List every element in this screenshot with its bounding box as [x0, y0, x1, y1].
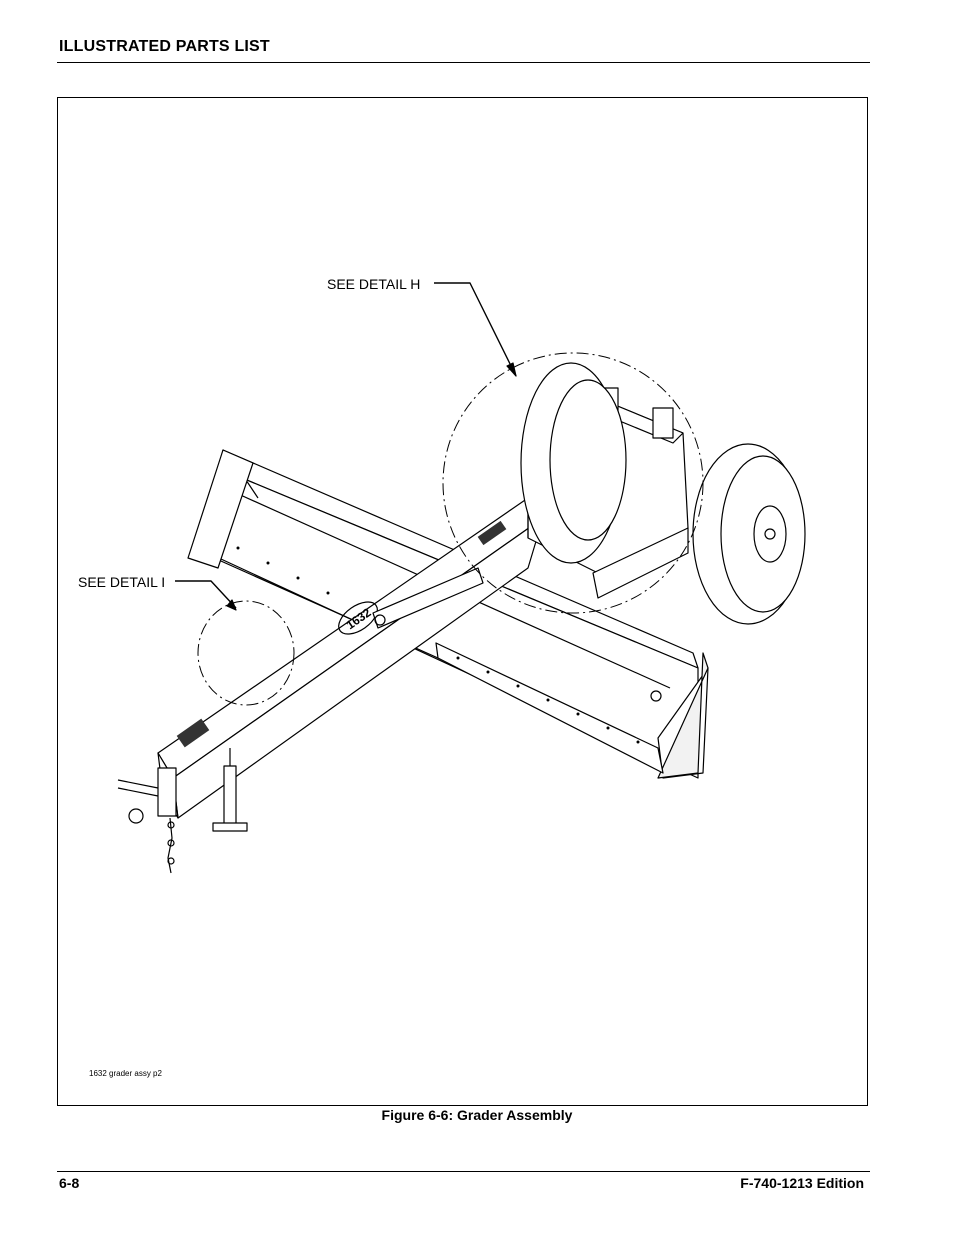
footer-divider: [57, 1171, 870, 1172]
rear-right-wheel: [692, 443, 806, 625]
callout-see-detail-h: SEE DETAIL H: [327, 276, 421, 292]
grader-assembly-drawing: 1632: [117, 282, 806, 874]
figure-caption: Figure 6-6: Grader Assembly: [381, 1107, 573, 1123]
hydraulic-cylinder: [372, 567, 484, 629]
hitch-assembly: [117, 767, 177, 874]
detail-h-circle: [442, 352, 704, 614]
detail-i-circle: [197, 600, 295, 706]
page-section-title: ILLUSTRATED PARTS LIST: [59, 38, 270, 55]
header-divider: [57, 62, 870, 63]
rear-left-wheel: [520, 362, 627, 564]
callout-i-arrowhead: [226, 599, 237, 611]
callout-see-detail-i: SEE DETAIL I: [78, 574, 166, 590]
edition-label: F-740-1213 Edition: [740, 1175, 864, 1191]
jack-stand: [212, 748, 248, 832]
page-number: 6-8: [59, 1175, 80, 1191]
callout-h-arrowhead: [506, 362, 517, 377]
callout-i-leader: [175, 580, 237, 609]
drawing-file-label: 1632 grader assy p2: [89, 1069, 162, 1078]
callout-h-leader: [434, 282, 517, 377]
figure-frame: 1632: [57, 97, 868, 1106]
